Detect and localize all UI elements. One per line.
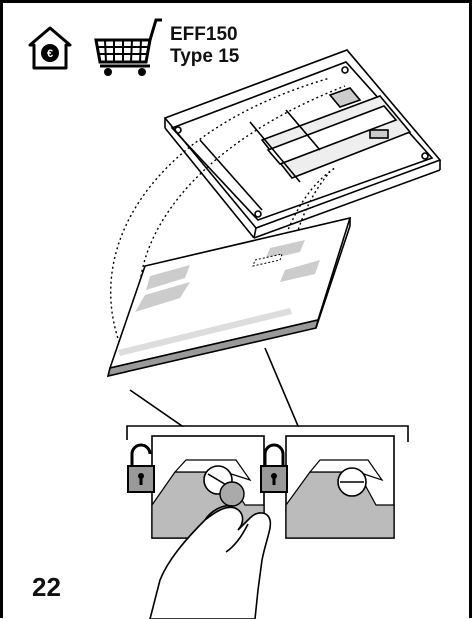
detail-callout [126,347,409,442]
model-name: EFF150 [170,24,238,45]
model-type: Type 15 [170,46,240,67]
house-consumer-icon: € [28,26,72,70]
grease-filter [106,216,352,378]
hand-icon [149,504,272,619]
page-number: 22 [32,572,61,602]
shopping-cart-icon [94,18,162,76]
padlock-closed-icon [260,443,288,493]
model-label: EFF150 Type 15 [170,24,239,68]
svg-text:€: € [47,48,53,60]
filter-latch-locked-detail [285,435,395,539]
padlock-open-icon [127,443,155,493]
hood-body [163,49,442,239]
